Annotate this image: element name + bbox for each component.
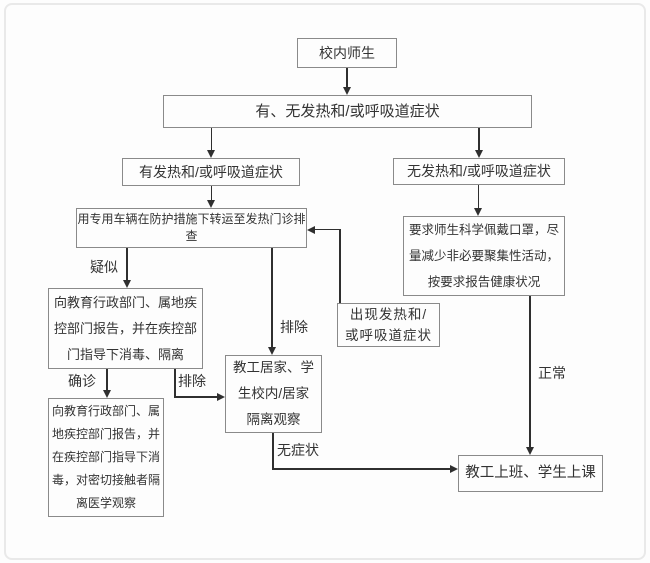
edge-label-excluded-center: 排除 (280, 319, 308, 335)
arrowhead-down-icon (207, 199, 215, 208)
node-back-to-work-class: 教工上班、学生上课 (458, 455, 603, 492)
connector-campus-to-screening (346, 68, 348, 88)
connector-transfer-to-report-suspected (126, 248, 128, 281)
connector-transfer-to-quarantine (271, 248, 273, 348)
connector-fever-onset-to-transfer (315, 228, 341, 230)
connector-has-symptom-to-transfer (210, 186, 213, 201)
connector-mask-normal-to-work (529, 296, 531, 448)
arrowhead-left-icon (307, 225, 315, 234)
connector-screening-to-no-symptom (478, 128, 480, 151)
arrowhead-right-icon (216, 392, 225, 401)
node-has-fever-symptom: 有发热和/或呼吸道症状 (122, 158, 300, 186)
edge-label-confirmed: 确诊 (68, 373, 96, 389)
node-report-suspected-case: 向教育行政部门、属地疾 控部门报告，并在疾控部 门指导下消毒、隔离 (48, 288, 203, 369)
connector-suspected-to-confirmed-report (106, 369, 108, 391)
connector-suspected-excluded-vertical (174, 369, 176, 398)
arrowhead-down-icon (267, 346, 276, 355)
node-wear-mask-health-report: 要求师生科学佩戴口罩，尽 量减少非必要聚集性活动， 按要求报告健康状况 (403, 216, 565, 296)
edge-label-asymptomatic: 无症状 (277, 442, 319, 458)
edge-label-excluded-left: 排除 (178, 373, 206, 389)
node-fever-onset: 出现发热和/ 或呼吸道症状 (337, 303, 440, 347)
arrowhead-right-icon (449, 464, 458, 473)
connector-screening-to-has-symptom (210, 128, 213, 151)
arrowhead-down-icon (122, 279, 131, 288)
arrowhead-down-icon (102, 389, 111, 398)
node-no-fever-symptom: 无发热和/或呼吸道症状 (393, 158, 565, 185)
node-transfer-to-fever-clinic: 用专用车辆在防护措施下转运至发热门诊排查 (76, 208, 307, 248)
node-campus-staff-students: 校内师生 (297, 38, 397, 68)
node-report-confirmed-case: 向教育行政部门、属 地疾控部门报告，并 在疾控部门指导下消 毒，对密切接触者隔 … (48, 398, 164, 517)
arrowhead-down-icon (342, 86, 351, 95)
connector-quarantine-asymptomatic-horizontal (272, 468, 451, 470)
arrowhead-down-icon (525, 446, 534, 455)
connector-no-symptom-to-mask (477, 185, 480, 209)
edge-label-suspected: 疑似 (90, 259, 118, 275)
node-home-quarantine-observation: 教工居家、学 生校内/居家 隔离观察 (225, 355, 322, 433)
connector-quarantine-asymptomatic-vertical (272, 433, 274, 470)
arrowhead-down-icon (207, 149, 215, 158)
connector-suspected-excluded-horizontal (174, 396, 220, 398)
arrowhead-down-icon (474, 149, 483, 158)
connector-fever-onset-vertical (339, 229, 341, 303)
arrowhead-down-icon (474, 207, 482, 216)
node-symptom-screening: 有、无发热和/或呼吸道症状 (163, 95, 532, 128)
edge-label-normal: 正常 (538, 365, 566, 381)
